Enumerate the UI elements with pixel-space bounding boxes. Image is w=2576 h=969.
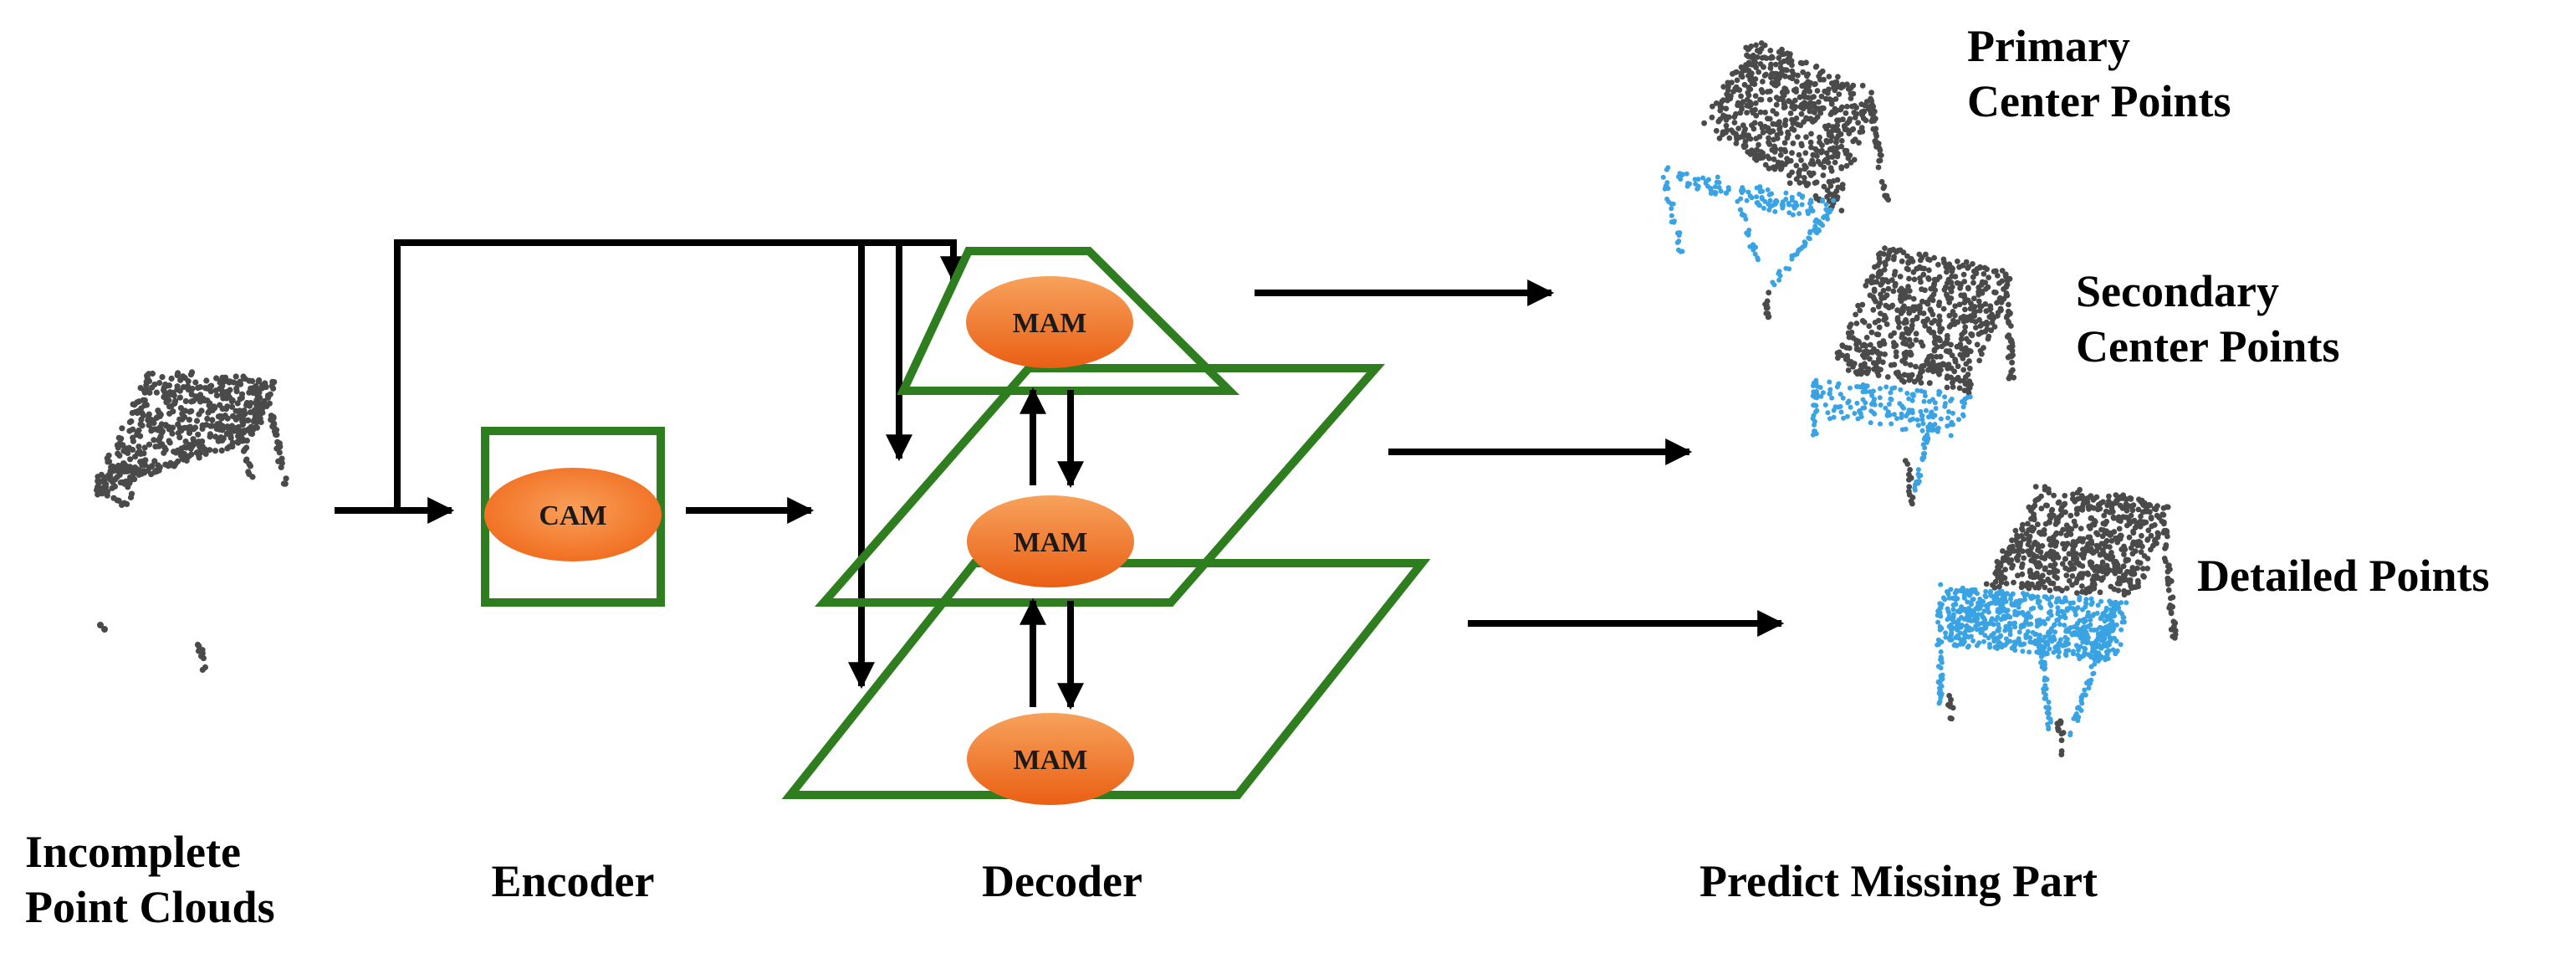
incomplete-label-line1: Incomplete [25,827,241,877]
detailed-points-cloud [1935,484,2179,758]
incomplete-point-cloud [94,369,289,674]
secondary-center-points-cloud [1810,245,2017,507]
incomplete-label-line2: Point Clouds [25,882,275,932]
layer-exchange-arrows [1020,387,1084,710]
mam-module-bottom [967,713,1134,805]
skip-arrow-to-top-layer [394,239,967,510]
secondary-label-line2: Center Points [2076,321,2340,372]
secondary-label: Secondary Center Points [2076,264,2339,374]
detailed-label: Detailed Points [2197,551,2490,601]
mam-module-top [966,276,1133,368]
output-arrows [1255,279,1785,637]
decoder-layer-middle [814,364,1386,607]
predict-missing-part-label: Predict Missing Part [1699,856,2098,906]
primary-center-points-cloud [1660,40,1892,320]
primary-label-line2: Center Points [1967,76,2231,126]
mam-label-bottom: MAM [1014,745,1088,776]
cam-label: CAM [539,500,606,531]
skip-connection-arrows [335,239,967,690]
cam-module [484,468,662,561]
mam-label-middle: MAM [1014,527,1088,558]
decoder-label: Decoder [982,856,1142,906]
decoder-layer-top [897,247,1240,395]
mam-label-top: MAM [1013,308,1087,339]
primary-label: Primary Center Points [1967,18,2231,129]
mam-module-middle [967,495,1134,587]
incomplete-label: Incomplete Point Clouds [25,824,275,935]
encoder-label: Encoder [491,856,655,906]
primary-label-line1: Primary [1967,21,2130,71]
secondary-label-line1: Secondary [2076,266,2279,316]
